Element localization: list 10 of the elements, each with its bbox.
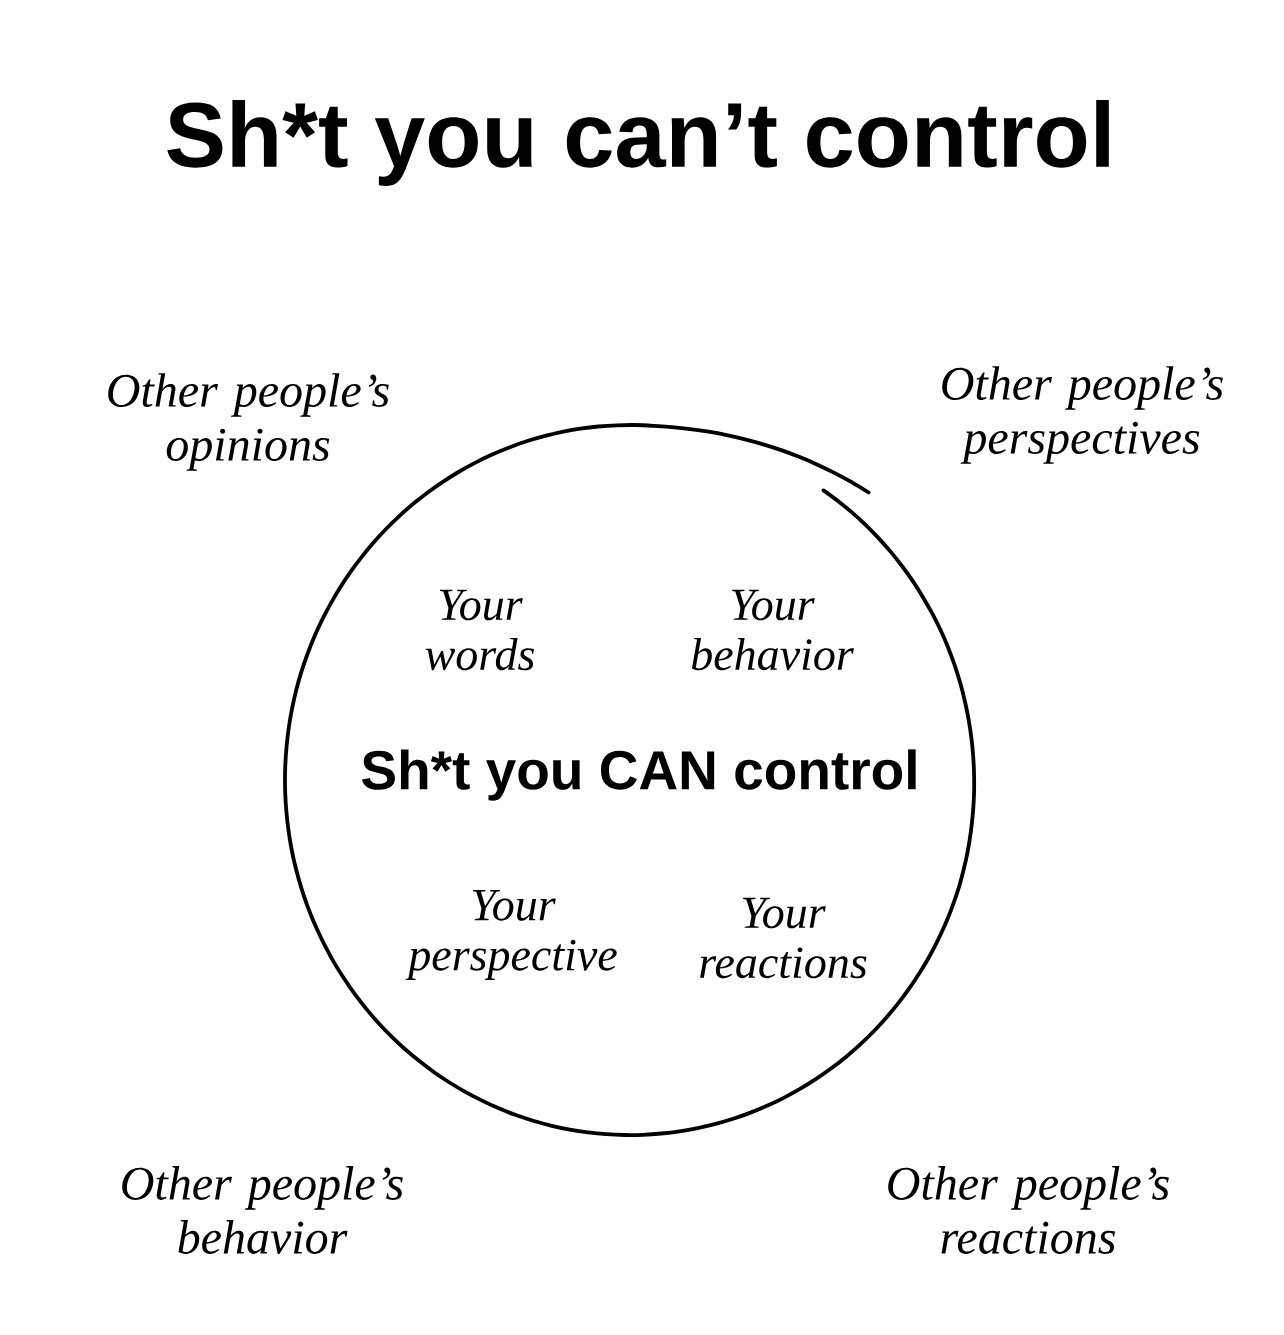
- handwritten-note: Your words: [425, 589, 534, 671]
- handwritten-note: Other people’s opinions: [108, 373, 389, 471]
- handwritten-note: Your perspective: [405, 890, 617, 980]
- heading: Sh*t you CAN control: [362, 749, 916, 801]
- title: Sh*t you can’t control: [167, 100, 1109, 186]
- handwritten-note: Other people’s perspectives: [942, 366, 1223, 464]
- handwritten-note: Your reactions: [700, 897, 867, 979]
- handwritten-note: Other people’s behavior: [122, 1166, 403, 1254]
- handwritten-note: Your behavior: [691, 589, 854, 671]
- handwritten-note: Other people’s reactions: [888, 1166, 1169, 1254]
